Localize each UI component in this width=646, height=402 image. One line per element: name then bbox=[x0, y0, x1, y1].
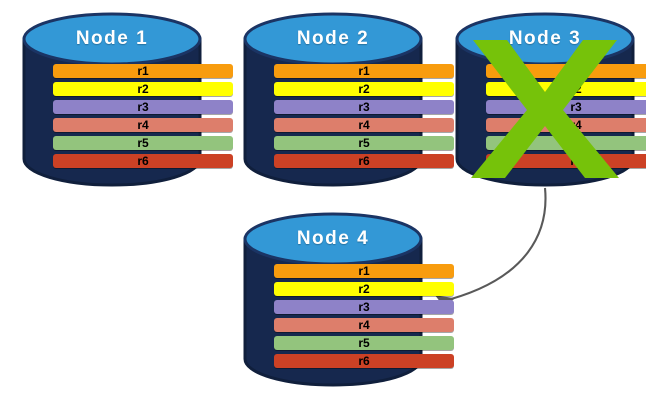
row-item[interactable]: r2 bbox=[53, 82, 233, 96]
node-cylinder-node3[interactable]: Node 3 r1 r2 r3 r4 r5 r6 bbox=[455, 12, 646, 187]
row-item[interactable]: r5 bbox=[53, 136, 233, 150]
row-item[interactable]: r4 bbox=[486, 118, 646, 132]
row-label: r1 bbox=[358, 64, 370, 78]
row-item[interactable]: r5 bbox=[274, 336, 454, 350]
row-label: r2 bbox=[358, 282, 370, 296]
row-item[interactable]: r2 bbox=[486, 82, 646, 96]
row-label: r5 bbox=[358, 336, 370, 350]
row-label: r4 bbox=[570, 118, 582, 132]
row-item[interactable]: r4 bbox=[274, 118, 454, 132]
row-item[interactable]: r5 bbox=[274, 136, 454, 150]
row-item[interactable]: r6 bbox=[53, 154, 233, 168]
row-item[interactable]: r2 bbox=[274, 282, 454, 296]
row-item[interactable]: r5 bbox=[486, 136, 646, 150]
row-item[interactable]: r6 bbox=[486, 154, 646, 168]
row-label: r6 bbox=[358, 154, 370, 168]
row-label: r3 bbox=[570, 100, 582, 114]
row-label: r2 bbox=[570, 82, 582, 96]
row-item[interactable]: r3 bbox=[274, 100, 454, 114]
row-label: r5 bbox=[358, 136, 370, 150]
row-stack: r1 r2 r3 r4 r5 r6 bbox=[243, 264, 485, 368]
node-cylinder-node2[interactable]: Node 2 r1 r2 r3 r4 r5 r6 bbox=[243, 12, 454, 187]
row-item[interactable]: r1 bbox=[274, 264, 454, 278]
row-stack: r1 r2 r3 r4 r5 r6 bbox=[455, 64, 646, 168]
row-label: r6 bbox=[137, 154, 149, 168]
row-label: r3 bbox=[358, 100, 370, 114]
row-label: r3 bbox=[137, 100, 149, 114]
row-label: r2 bbox=[137, 82, 149, 96]
row-stack: r1 r2 r3 r4 r5 r6 bbox=[22, 64, 264, 168]
row-item[interactable]: r6 bbox=[274, 154, 454, 168]
row-label: r3 bbox=[358, 300, 370, 314]
row-item[interactable]: r1 bbox=[486, 64, 646, 78]
row-label: r4 bbox=[137, 118, 149, 132]
row-item[interactable]: r3 bbox=[53, 100, 233, 114]
row-label: r1 bbox=[570, 64, 582, 78]
row-item[interactable]: r4 bbox=[53, 118, 233, 132]
row-label: r2 bbox=[358, 82, 370, 96]
row-label: r6 bbox=[358, 354, 370, 368]
row-item[interactable]: r6 bbox=[274, 354, 454, 368]
row-item[interactable]: r3 bbox=[274, 300, 454, 314]
row-label: r1 bbox=[358, 264, 370, 278]
row-stack: r1 r2 r3 r4 r5 r6 bbox=[243, 64, 485, 168]
row-label: r1 bbox=[137, 64, 149, 78]
row-item[interactable]: r3 bbox=[486, 100, 646, 114]
row-item[interactable]: r1 bbox=[53, 64, 233, 78]
row-label: r6 bbox=[570, 154, 582, 168]
row-label: r4 bbox=[358, 118, 370, 132]
row-label: r5 bbox=[570, 136, 582, 150]
row-item[interactable]: r1 bbox=[274, 64, 454, 78]
row-label: r4 bbox=[358, 318, 370, 332]
node-cylinder-node1[interactable]: Node 1 r1 r2 r3 r4 r5 r6 bbox=[22, 12, 233, 187]
row-item[interactable]: r4 bbox=[274, 318, 454, 332]
row-item[interactable]: r2 bbox=[274, 82, 454, 96]
node-cylinder-node4[interactable]: Node 4 r1 r2 r3 r4 r5 r6 bbox=[243, 212, 454, 387]
row-label: r5 bbox=[137, 136, 149, 150]
